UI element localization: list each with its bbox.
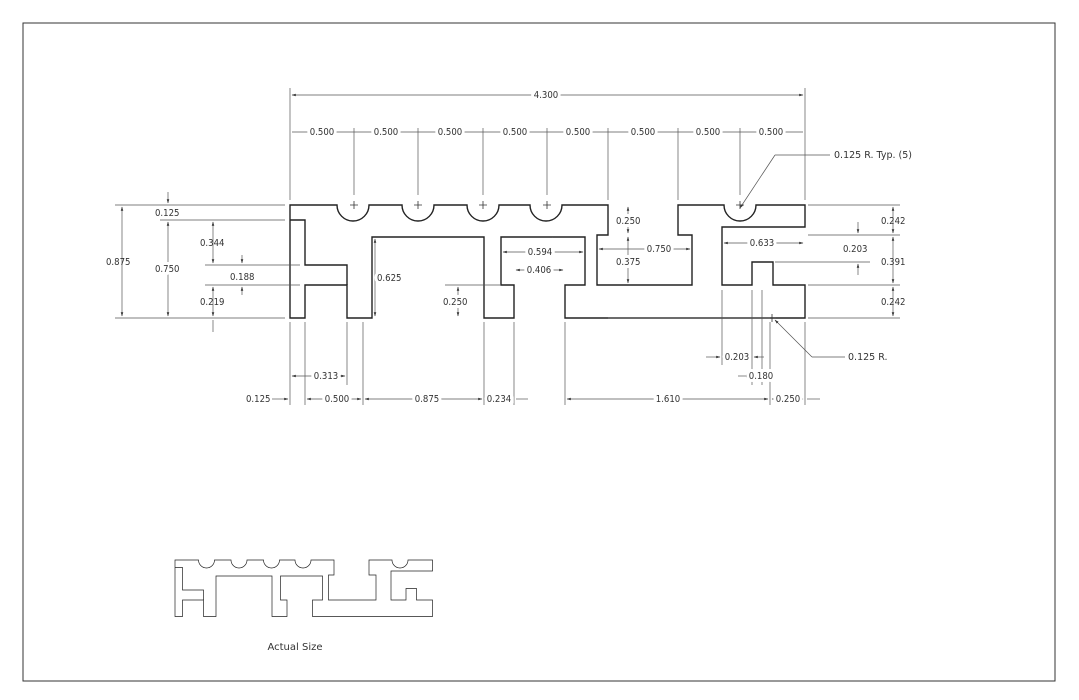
dim-t-outer: 0.594: [528, 247, 552, 258]
dim-right-edge: 0.250: [776, 394, 800, 405]
dim-hook-gap: 0.180: [749, 371, 773, 382]
dim-upper: 0.344: [200, 238, 224, 249]
caption-actual-size: Actual Size: [267, 642, 322, 653]
dim-pitch-4: 0.500: [503, 127, 527, 138]
dim-t-inner: 0.406: [527, 265, 551, 276]
dim-slot-depth: 0.625: [377, 273, 401, 284]
dim-pitch-6: 0.500: [631, 127, 655, 138]
dim-overall-width: 4.300: [534, 90, 558, 101]
dim-pitch-1: 0.500: [310, 127, 334, 138]
dim-pitch-8: 0.500: [759, 127, 783, 138]
note-radius: 0.125 R.: [848, 352, 888, 363]
dim-edge: 0.125: [246, 394, 270, 405]
dim-right-channel: 0.633: [750, 238, 774, 249]
dim-t-depth: 0.250: [443, 297, 467, 308]
dim-slot-width: 0.875: [415, 394, 439, 405]
dim-hook-width: 0.203: [725, 352, 749, 363]
dim-tab-width: 0.313: [314, 371, 338, 382]
dim-channel-top: 0.250: [616, 216, 640, 227]
dim-channel-depth: 0.375: [616, 257, 640, 268]
dim-pitch-2: 0.500: [374, 127, 398, 138]
hole-centers: [350, 201, 776, 322]
dim-lower: 0.219: [200, 297, 224, 308]
dim-right-span: 1.610: [656, 394, 680, 405]
dim-tab: 0.188: [230, 272, 254, 283]
dim-top-ledge: 0.242: [881, 216, 905, 227]
dim-overall-height: 0.875: [106, 257, 130, 268]
note-radius-typical: 0.125 R. Typ. (5): [834, 150, 912, 161]
dim-top-lip: 0.125: [155, 208, 179, 219]
actual-size-profile: [174, 559, 433, 617]
dim-pitch-7: 0.500: [696, 127, 720, 138]
dim-bottom-ledge: 0.242: [881, 297, 905, 308]
dim-channel-width: 0.750: [647, 244, 671, 255]
dim-lip: 0.203: [843, 244, 867, 255]
dim-leg: 0.234: [487, 394, 511, 405]
dim-left-width: 0.500: [325, 394, 349, 405]
dim-pitch-5: 0.500: [566, 127, 590, 138]
dimension-labels: 4.300 0.500 0.500 0.500 0.500 0.500 0.50…: [106, 87, 912, 408]
dim-pitch-3: 0.500: [438, 127, 462, 138]
dim-body-height: 0.750: [155, 264, 179, 275]
part-profile: [289, 204, 806, 319]
drawing-frame: [22, 22, 1056, 682]
dim-mid-gap: 0.391: [881, 257, 905, 268]
dimension-lines: [115, 88, 900, 405]
